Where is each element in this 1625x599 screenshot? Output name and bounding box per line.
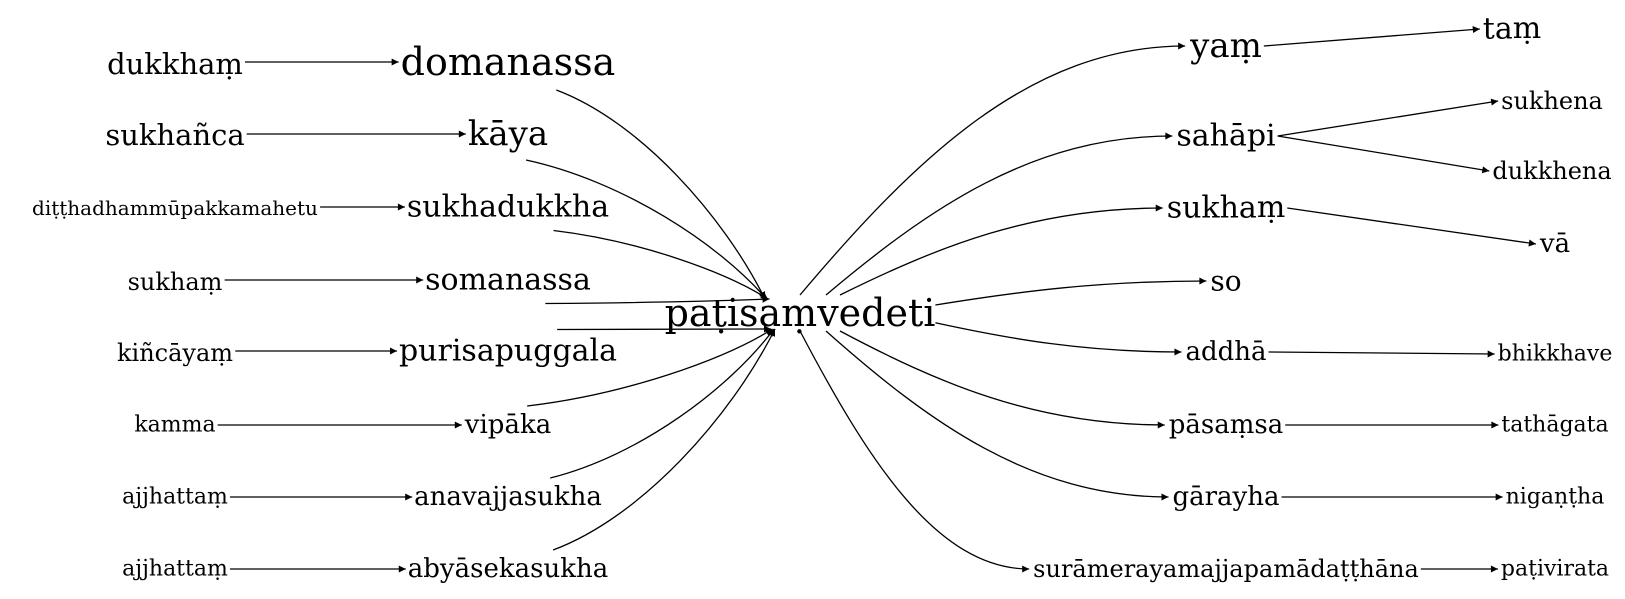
right-word-node: sukhaṃ xyxy=(1167,191,1286,226)
left-target-node: anavajjasukha xyxy=(414,482,602,512)
left-source-node: ajjhattaṃ xyxy=(122,485,228,510)
left-source-node: ajjhattaṃ xyxy=(122,557,228,582)
center-node: paṭisaṃvedeti xyxy=(665,291,936,335)
left-target-node: abyāsekasukha xyxy=(408,554,608,584)
right-word-node: addhā xyxy=(1185,337,1266,367)
right-edge-from-center xyxy=(825,330,1169,501)
right-edge-from-center xyxy=(825,132,1173,296)
left-target-node: vipāka xyxy=(464,410,551,440)
left-source-node: kamma xyxy=(134,413,215,438)
right-target-node: tathāgata xyxy=(1501,413,1608,438)
right-edge-word-target xyxy=(1277,98,1499,137)
left-source-node: sukhaṃ xyxy=(128,268,223,296)
right-edge-from-center xyxy=(839,330,1165,429)
edges xyxy=(217,26,1536,573)
right-edge-from-center xyxy=(839,204,1163,296)
right-word-node: so xyxy=(1210,265,1241,298)
left-source-node: sukhañca xyxy=(105,118,244,152)
right-target-node: sukhena xyxy=(1501,87,1603,115)
right-edge-word-target xyxy=(1277,135,1490,174)
right-edge-from-center xyxy=(799,42,1186,296)
right-word-node: gārayha xyxy=(1172,482,1279,512)
right-target-node: nigaṇṭha xyxy=(1506,485,1605,510)
nodes: paṭisaṃvedeti dukkhaṃ domanassa sukhañca kāy… xyxy=(32,12,1612,585)
left-source-node: kiñcāyaṃ xyxy=(117,339,233,367)
left-edge-to-center xyxy=(553,229,769,300)
left-source-node: dukkhaṃ xyxy=(107,47,243,81)
left-target-node: somanassa xyxy=(425,263,591,298)
left-target-node: domanassa xyxy=(401,40,616,84)
left-target-node: purisapuggala xyxy=(399,334,617,369)
right-edge-from-center xyxy=(935,277,1207,306)
right-word-node: pāsaṃsa xyxy=(1169,410,1284,440)
right-word-node: surāmerayamajjapamādaṭṭhāna xyxy=(1033,555,1419,583)
right-edge-from-center xyxy=(935,322,1182,356)
right-edge-word-target xyxy=(1287,207,1536,247)
left-edge-to-center xyxy=(557,325,772,333)
right-word-node: sahāpi xyxy=(1176,119,1275,154)
right-target-node: bhikkhave xyxy=(1498,342,1613,367)
left-edge-to-center xyxy=(550,328,775,479)
left-edge-to-center xyxy=(552,328,776,551)
right-word-node: yaṃ xyxy=(1189,26,1262,66)
right-target-node: taṃ xyxy=(1483,12,1541,47)
left-edge-to-center xyxy=(556,89,766,300)
right-edge-word-target xyxy=(1268,350,1495,358)
left-edge-to-center xyxy=(545,295,770,305)
left-target-node: kāya xyxy=(468,114,548,154)
right-target-node: vā xyxy=(1539,229,1570,259)
left-target-node: sukhadukkha xyxy=(407,190,609,225)
right-edge-word-target xyxy=(1263,26,1480,47)
right-target-node: paṭivirata xyxy=(1501,557,1609,582)
left-edge-to-center xyxy=(527,328,773,407)
left-edge-to-center xyxy=(525,159,767,300)
right-target-node: dukkhena xyxy=(1492,157,1611,185)
left-source-node: diṭṭhadhammūpakkamahetu xyxy=(32,196,318,220)
right-edge-from-center xyxy=(799,330,1030,573)
